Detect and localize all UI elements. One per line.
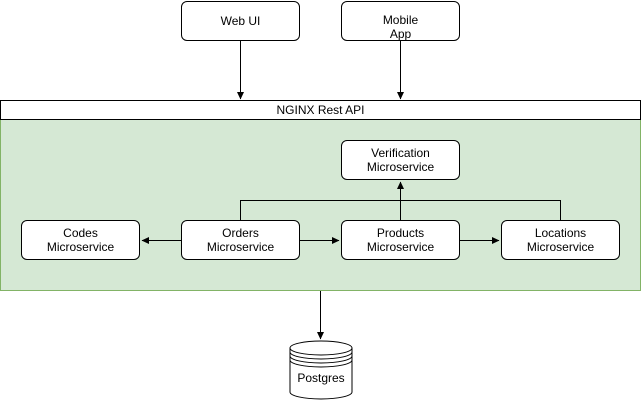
web-ui-node: Web UI (181, 1, 300, 41)
codes-label-line2: Microservice (46, 240, 115, 254)
locations-microservice-node: Locations Microservice (501, 220, 620, 260)
orders-label-line1: Orders (222, 226, 259, 240)
orders-label-line2: Microservice (206, 240, 275, 254)
nginx-rest-api-bar: NGINX Rest API (0, 100, 641, 120)
mobile-app-node: Mobile App (341, 1, 460, 41)
postgres-label: Postgres (297, 371, 345, 385)
postgres-database-icon (289, 340, 353, 400)
codes-microservice-node: Codes Microservice (21, 220, 140, 260)
locations-label-line2: Microservice (526, 240, 595, 254)
verification-microservice-node: Verification Microservice (341, 140, 460, 180)
products-label-line1: Products (376, 226, 425, 240)
microservices-region (0, 119, 641, 291)
products-microservice-node: Products Microservice (341, 220, 460, 260)
codes-label-line1: Codes (63, 226, 98, 240)
mobile-app-label-line1: Mobile (382, 13, 419, 27)
orders-microservice-node: Orders Microservice (181, 220, 300, 260)
verification-label-line1: Verification (371, 146, 430, 160)
verification-label-line2: Microservice (366, 160, 435, 174)
mobile-app-label-line2: App (389, 27, 412, 41)
web-ui-label: Web UI (220, 14, 261, 28)
nginx-rest-api-label: NGINX Rest API (276, 103, 365, 117)
locations-label-line1: Locations (534, 226, 587, 240)
products-label-line2: Microservice (366, 240, 435, 254)
